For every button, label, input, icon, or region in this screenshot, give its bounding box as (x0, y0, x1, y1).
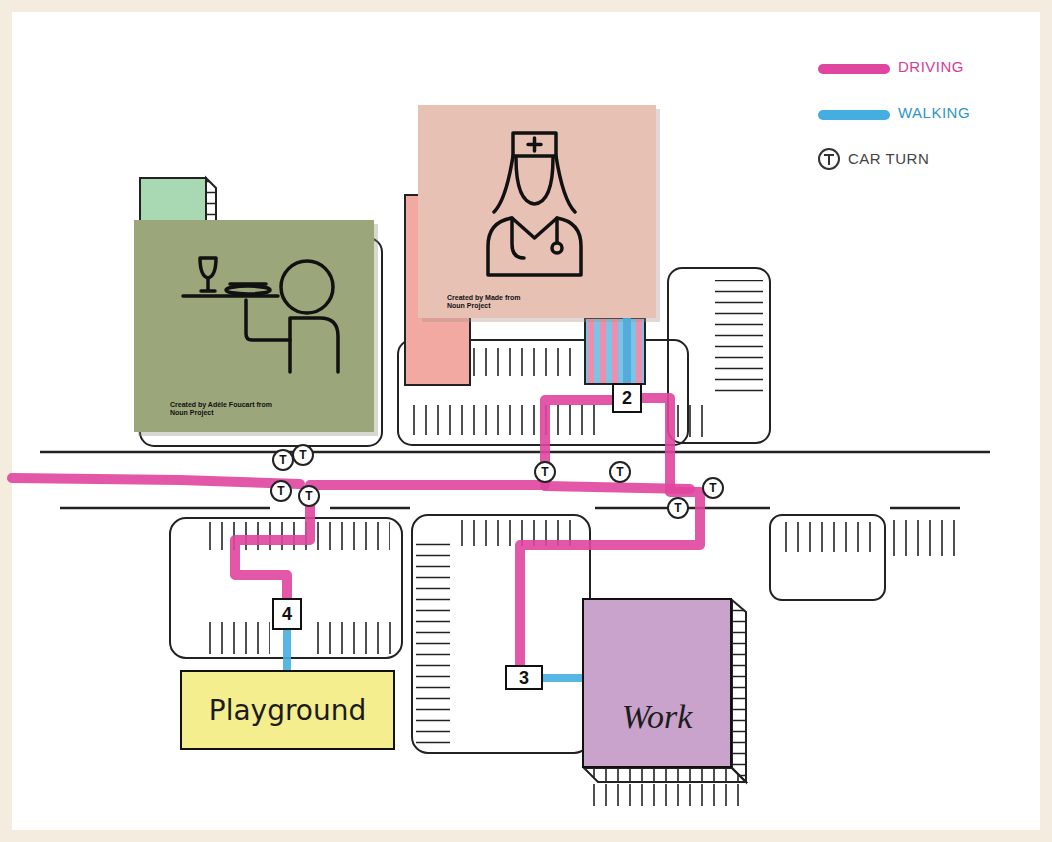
legend-text: DRIVING (898, 58, 964, 75)
legend-text: WALKING (898, 104, 970, 121)
road-edge (60, 507, 270, 510)
parking-lot (412, 515, 590, 753)
icon-card: Created by Made from Noun Project (418, 105, 656, 318)
callout-number: 2 (622, 389, 632, 407)
car-turn-symbol (819, 149, 839, 169)
parking-stalls (890, 520, 956, 556)
callout-number: 4 (282, 605, 292, 623)
car-turn-mark: T (609, 461, 631, 483)
car-turn-mark: T (702, 477, 724, 499)
nurse-icon (552, 243, 562, 253)
playground-area: Playground (180, 670, 395, 750)
road-edge (40, 451, 990, 454)
nurse-icon (512, 218, 524, 258)
walking-route (623, 318, 631, 383)
car-turn-mark: T (270, 480, 292, 502)
car-turn-mark: T (298, 485, 320, 507)
waiter-icon (183, 294, 278, 298)
waiter-icon (183, 258, 338, 372)
callout-box: 2 (612, 383, 642, 413)
car-turn-mark: T (667, 497, 689, 519)
parking-stalls (780, 522, 875, 552)
legend-swatch (818, 110, 890, 120)
waiter-icon (281, 261, 333, 313)
parking-stalls (310, 622, 395, 654)
nurse-icon (528, 138, 541, 151)
waiter-icon (201, 289, 215, 293)
building (732, 600, 746, 782)
place-name: Playground (209, 694, 366, 727)
nurse-icon (494, 156, 575, 212)
legend-swatch (818, 64, 890, 74)
building (584, 768, 746, 782)
callout-number: 3 (519, 669, 529, 687)
nurse-icon (555, 218, 559, 242)
place-name: Work (622, 698, 693, 736)
car-turn-mark: T (534, 461, 556, 483)
credit-text: Created by Made from Noun Project (447, 294, 531, 310)
waiter-icon (200, 258, 216, 278)
nurse-icon (513, 133, 556, 156)
road-edge (330, 507, 410, 510)
waiter-icon (246, 300, 338, 372)
parking-lot (770, 515, 885, 600)
parking-stalls (715, 280, 763, 400)
parking-stalls (410, 405, 600, 435)
car-turn-symbol (817, 147, 841, 171)
legend-text: CAR TURN (848, 150, 929, 167)
icon-card-ground (418, 105, 656, 318)
work-building: Work (582, 598, 732, 768)
credit-text: Created by Adèle Foucart from Noun Proje… (170, 401, 284, 417)
icon-card-ground (134, 105, 660, 436)
nurse-icon (516, 158, 553, 204)
car-turn-mark: T (272, 449, 294, 471)
walking-route (283, 630, 291, 670)
driving-route (235, 400, 612, 598)
parking-stalls (200, 622, 270, 654)
road-edge (890, 507, 960, 510)
icon-card-ground (134, 220, 374, 432)
callout-box: 3 (505, 665, 543, 690)
driving-route (12, 478, 300, 484)
parking-stalls (584, 784, 744, 806)
building (585, 318, 645, 384)
waiter-icon (288, 340, 292, 372)
parking-lot (668, 268, 770, 443)
parking-stalls (416, 540, 450, 745)
nurse-icon (488, 218, 581, 275)
car-turn-mark: T (292, 444, 314, 466)
icon-card: Created by Adèle Foucart from Noun Proje… (134, 220, 374, 432)
walking-route (543, 674, 582, 682)
waiter-icon (226, 286, 270, 294)
waiter-icon (206, 278, 210, 290)
parking-stalls (675, 405, 711, 437)
car-turn-symbol (824, 155, 834, 165)
callout-box: 4 (272, 598, 302, 630)
paper (12, 12, 1040, 830)
nurse-icon (488, 133, 581, 275)
parking-stalls (470, 348, 580, 376)
waiter-icon (230, 282, 266, 286)
